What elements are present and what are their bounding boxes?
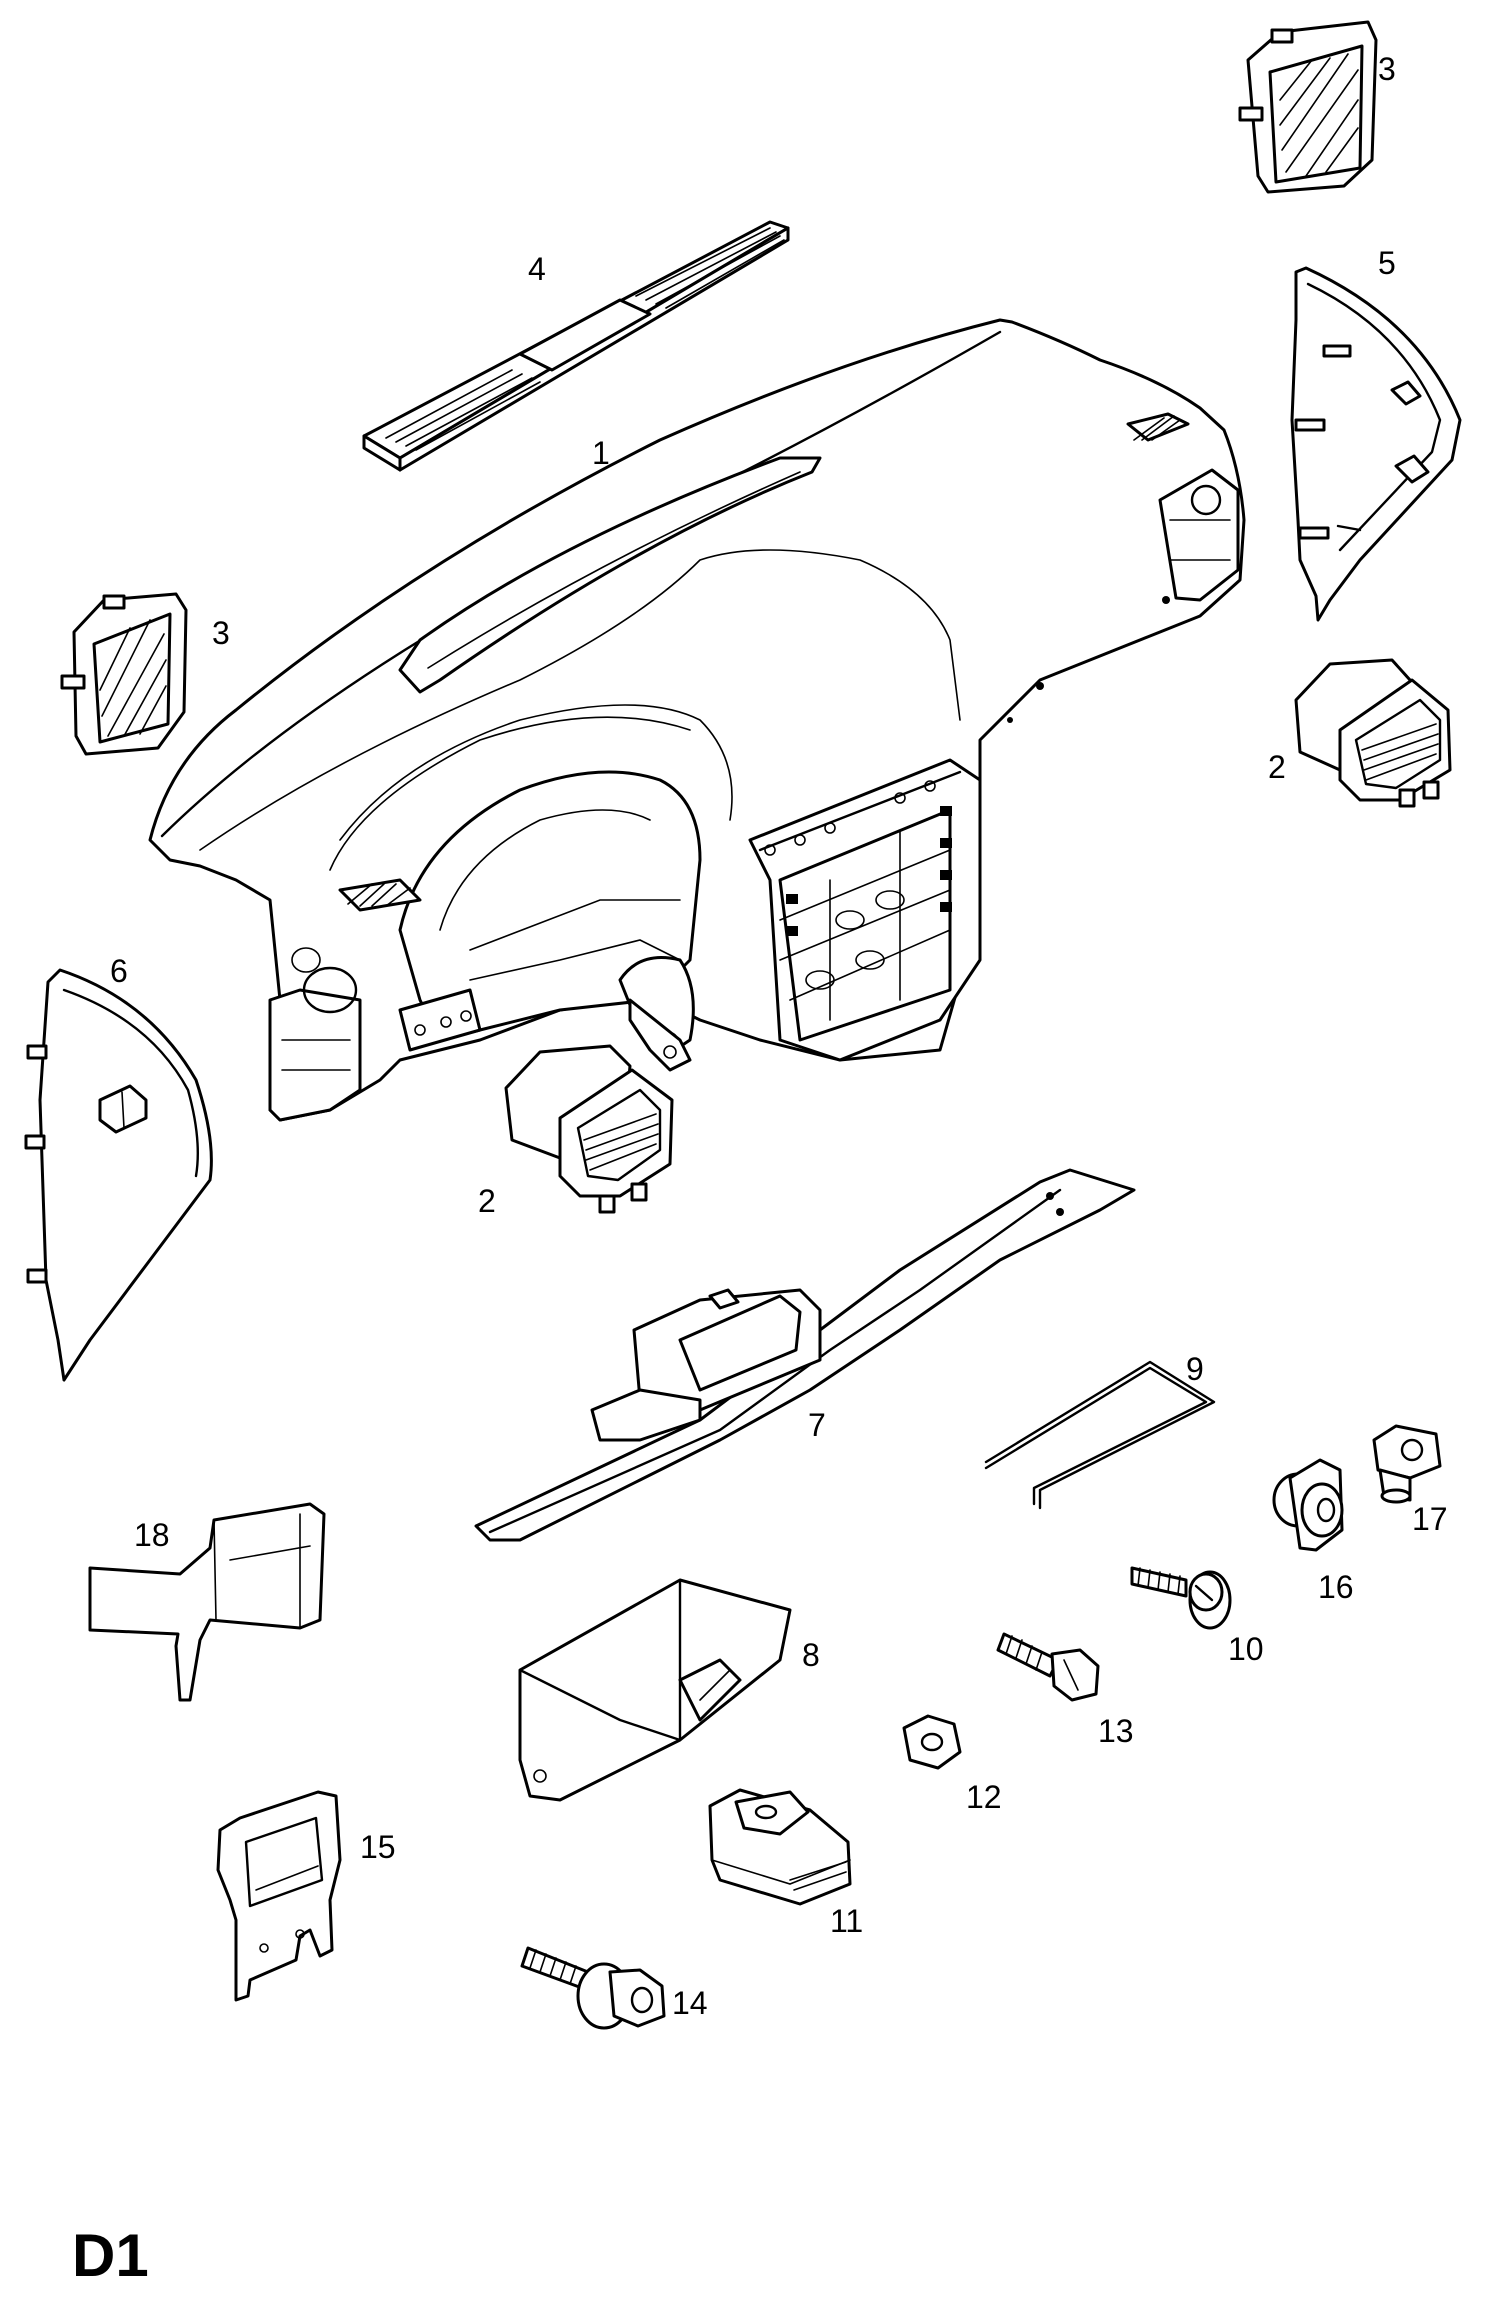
callout-2-right: 2 [1268,749,1286,785]
part-4-defroster-grille [362,220,790,472]
callout-2-left: 2 [478,1183,496,1219]
part-2-air-vent-left [504,1044,674,1214]
callout-18: 18 [134,1517,170,1553]
callout-9: 9 [1186,1351,1204,1387]
center-stack-clip-row [764,780,936,856]
part-3-vent-grille-right [1238,20,1378,194]
part-11-clip-nut [708,1788,852,1906]
part-10-screw-washer [1130,1566,1232,1630]
callout-14: 14 [672,1985,708,2021]
part-2-air-vent-right [1294,658,1452,808]
callout-13: 13 [1098,1713,1134,1749]
callout-15: 15 [360,1829,396,1865]
part-16-grommet [1272,1458,1344,1552]
callout-8: 8 [802,1637,820,1673]
part-5-side-trim-right [1290,266,1462,622]
part-6-side-trim-left [24,968,213,1382]
part-1-instrument-panel [148,318,1246,1122]
part-9-support-rod [984,1360,1216,1510]
part-13-hex-screw [996,1632,1100,1702]
part-18-bracket [88,1502,326,1702]
callout-3-top-right: 3 [1378,51,1396,87]
part-12-nut [902,1714,962,1770]
callout-labels: 3 4 5 1 3 2 6 2 9 7 17 18 16 10 8 13 12 … [110,51,1448,2021]
sheet-code: D1 [72,2222,149,2289]
part-15-bracket-clip [216,1790,342,2002]
callout-12: 12 [966,1779,1002,1815]
callout-17: 17 [1412,1501,1448,1537]
part-17-clip [1372,1424,1442,1504]
callout-1: 1 [592,435,610,471]
part-8-glove-box [518,1578,792,1802]
part-14-shoulder-screw [520,1946,666,2030]
callout-7: 7 [808,1407,826,1443]
callout-16: 16 [1318,1569,1354,1605]
callout-11: 11 [830,1903,863,1939]
callout-5: 5 [1378,245,1396,281]
callout-3-left: 3 [212,615,230,651]
callout-4: 4 [528,251,546,287]
callout-10: 10 [1228,1631,1264,1667]
part-7-lower-trim-panel [474,1168,1136,1542]
part-3-vent-grille-left [60,592,188,756]
callout-6: 6 [110,953,128,989]
